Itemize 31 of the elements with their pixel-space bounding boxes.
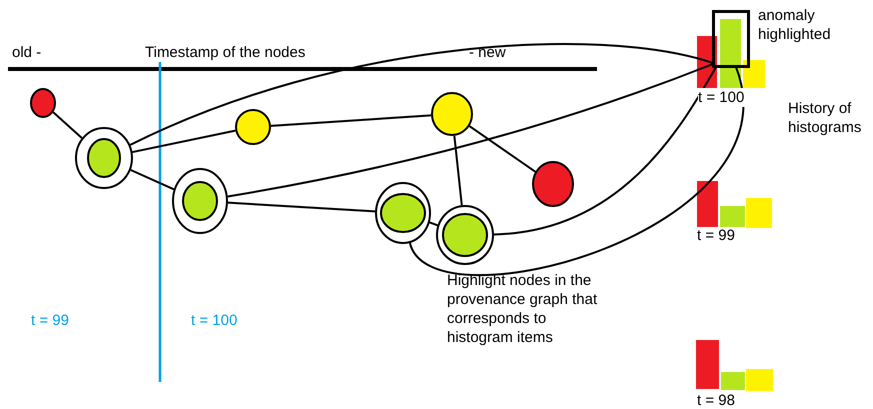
connector-line (494, 66, 717, 236)
label-text: - new (469, 43, 507, 62)
label-text: t = 98 (697, 391, 736, 409)
connector-line (132, 130, 236, 154)
graph-node (235, 109, 271, 145)
graph-node (431, 92, 473, 136)
label-text: History of histograms (788, 99, 862, 137)
connector-line (453, 136, 463, 206)
highlighted-node (172, 168, 228, 234)
highlight-box (712, 10, 750, 68)
connector-line (429, 222, 438, 226)
graph-node (532, 161, 574, 207)
graph-node (30, 88, 56, 118)
label-text: t = 100 (191, 311, 238, 330)
annotation-text: anomaly highlighted (758, 6, 832, 44)
connector-line (228, 63, 714, 198)
connector-line (228, 202, 376, 212)
label-text: t = 99 (31, 311, 70, 330)
highlighted-node (75, 127, 133, 189)
connector-line (270, 114, 432, 127)
connector-line (468, 125, 536, 173)
label-text: Timestamp of the nodes (145, 43, 306, 62)
label-text: t = 99 (697, 226, 736, 245)
label-text: old - (12, 43, 42, 62)
connector-line (130, 169, 174, 190)
highlighted-node (375, 182, 431, 244)
label-text: Highlight nodes in the provenance graph that corresponds to histogram items (447, 271, 598, 347)
connector-line (409, 66, 744, 276)
connector-line (130, 43, 714, 146)
highlighted-node (436, 205, 494, 265)
connector-line (52, 112, 82, 139)
